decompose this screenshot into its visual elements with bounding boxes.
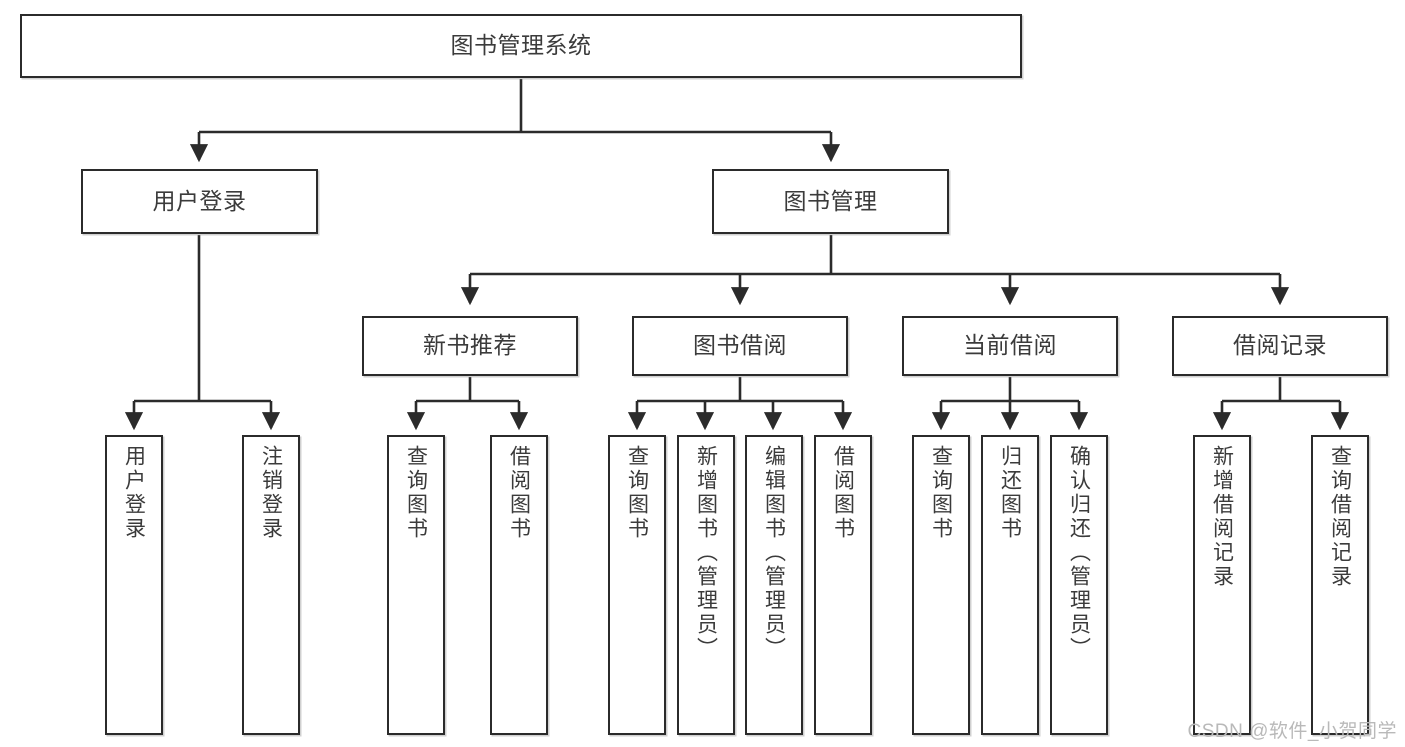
leaf-return-book[interactable]: 归还图书 bbox=[981, 435, 1039, 735]
csdn-watermark: CSDN @软件_小贺同学 bbox=[1187, 721, 1397, 742]
leaf-add-book-label: 新增图书（管理员） bbox=[694, 445, 718, 661]
node-book-manage-label: 图书管理 bbox=[783, 187, 878, 214]
leaf-logout[interactable]: 注销登录 bbox=[242, 435, 300, 735]
leaf-user-login-label: 用户登录 bbox=[122, 445, 146, 541]
leaf-return-book-label: 归还图书 bbox=[998, 445, 1022, 541]
leaf-confirm-return-label: 确认归还（管理员） bbox=[1067, 445, 1091, 661]
leaf-borrow-book[interactable]: 借阅图书 bbox=[814, 435, 872, 735]
node-new-book-rec-label: 新书推荐 bbox=[423, 332, 517, 359]
node-current-borrow-label: 当前借阅 bbox=[963, 332, 1057, 359]
node-book-borrow[interactable]: 图书借阅 bbox=[632, 316, 848, 376]
leaf-query-record-label: 查询借阅记录 bbox=[1328, 445, 1352, 589]
leaf-borrow-book-label: 借阅图书 bbox=[831, 445, 855, 541]
leaf-add-record-label: 新增借阅记录 bbox=[1210, 445, 1234, 589]
leaf-query-book-cur-label: 查询图书 bbox=[929, 445, 953, 541]
leaf-logout-label: 注销登录 bbox=[259, 445, 283, 541]
leaf-query-book-cur[interactable]: 查询图书 bbox=[912, 435, 970, 735]
node-root[interactable]: 图书管理系统 bbox=[20, 14, 1022, 78]
leaf-query-book-bor[interactable]: 查询图书 bbox=[608, 435, 666, 735]
leaf-query-book-bor-label: 查询图书 bbox=[625, 445, 649, 541]
node-current-borrow[interactable]: 当前借阅 bbox=[902, 316, 1118, 376]
leaf-user-login[interactable]: 用户登录 bbox=[105, 435, 163, 735]
leaf-add-book[interactable]: 新增图书（管理员） bbox=[677, 435, 735, 735]
node-new-book-rec[interactable]: 新书推荐 bbox=[362, 316, 578, 376]
leaf-query-record[interactable]: 查询借阅记录 bbox=[1311, 435, 1369, 735]
node-borrow-record[interactable]: 借阅记录 bbox=[1172, 316, 1388, 376]
leaf-edit-book-label: 编辑图书（管理员） bbox=[762, 445, 786, 661]
node-book-manage[interactable]: 图书管理 bbox=[712, 169, 949, 234]
leaf-query-book-rec-label: 查询图书 bbox=[404, 445, 428, 541]
leaf-borrow-book-rec[interactable]: 借阅图书 bbox=[490, 435, 548, 735]
node-user-login-label: 用户登录 bbox=[152, 187, 247, 214]
leaf-query-book-rec[interactable]: 查询图书 bbox=[387, 435, 445, 735]
leaf-confirm-return[interactable]: 确认归还（管理员） bbox=[1050, 435, 1108, 735]
node-root-label: 图书管理系统 bbox=[450, 32, 592, 59]
leaf-add-record[interactable]: 新增借阅记录 bbox=[1193, 435, 1251, 735]
node-book-borrow-label: 图书借阅 bbox=[693, 332, 787, 359]
leaf-borrow-book-rec-label: 借阅图书 bbox=[507, 445, 531, 541]
node-borrow-record-label: 借阅记录 bbox=[1233, 332, 1327, 359]
node-user-login[interactable]: 用户登录 bbox=[81, 169, 318, 234]
leaf-edit-book[interactable]: 编辑图书（管理员） bbox=[745, 435, 803, 735]
